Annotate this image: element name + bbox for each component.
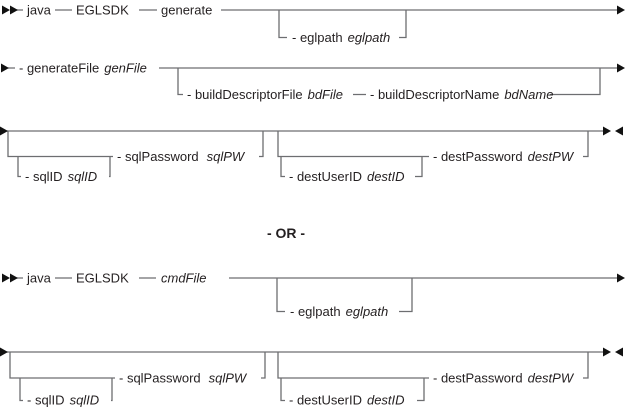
option-destpassword-variable: destPW — [528, 371, 575, 386]
option-destpassword: - destPassword destPW — [433, 371, 575, 386]
line-continue-icon — [617, 5, 625, 15]
option-eglpath-keyword: - eglpath — [292, 30, 343, 45]
label-mask — [23, 271, 55, 285]
keyword-java: java — [26, 271, 52, 286]
label-mask — [157, 3, 221, 17]
option-generatefile-variable: genFile — [104, 61, 147, 76]
label-mask — [21, 169, 109, 184]
option-eglpath-variable: eglpath — [346, 304, 389, 319]
keyword-eglsdk: EGLSDK — [76, 3, 129, 18]
option-destuserid-variable: destID — [367, 169, 405, 184]
label-mask — [287, 30, 399, 45]
option-builddescriptorfile-keyword: - buildDescriptorFile — [187, 87, 303, 102]
option-sqlpassword-keyword: - sqlPassword — [117, 149, 199, 164]
label-mask — [429, 149, 583, 164]
option-eglpath-keyword: - eglpath — [290, 304, 341, 319]
label-mask — [183, 87, 353, 102]
keyword-generate: generate — [161, 3, 212, 18]
keyword-java: java — [26, 3, 52, 18]
option-eglpath-variable: eglpath — [348, 30, 391, 45]
line-continue-icon — [617, 273, 625, 283]
label-mask — [23, 3, 55, 17]
label-mask — [285, 304, 399, 319]
diagram-start-icon — [2, 273, 10, 283]
variable-cmdfile: cmdFile — [161, 271, 207, 286]
label-mask — [285, 169, 415, 184]
option-destpassword-keyword: - destPassword — [433, 371, 523, 386]
option-sqlpassword-keyword: - sqlPassword — [119, 371, 201, 386]
label-mask — [15, 61, 159, 75]
diagram-start-icon — [10, 273, 18, 283]
option-destuserid: - destUserID destID — [289, 169, 405, 184]
diagram-end-icon — [603, 347, 611, 357]
option-eglpath: - eglpath eglpath — [292, 30, 390, 45]
option-builddescriptorname: - buildDescriptorName bdName — [370, 87, 553, 102]
diagram-start-icon — [10, 5, 18, 15]
option-sqlid-keyword: - sqlID — [25, 169, 63, 184]
diagram-end-icon — [615, 347, 623, 357]
label-mask — [429, 371, 583, 385]
or-separator: - OR - — [267, 225, 305, 241]
option-builddescriptorfile-variable: bdFile — [308, 87, 343, 102]
option-destpassword-keyword: - destPassword — [433, 149, 523, 164]
option-destuserid-keyword: - destUserID — [289, 169, 362, 184]
option-sqlid-variable: sqlID — [68, 169, 98, 184]
line-continue-icon — [617, 63, 625, 73]
option-sqlpassword-variable: sqlPW — [207, 149, 246, 164]
label-mask — [156, 271, 229, 285]
label-mask — [72, 3, 139, 17]
option-sqlpassword: - sqlPassword sqlPW — [119, 371, 248, 386]
label-mask — [72, 271, 139, 285]
option-sqlid-variable: sqlID — [70, 393, 100, 408]
option-sqlid-keyword: - sqlID — [27, 393, 65, 408]
option-sqlpassword-variable: sqlPW — [209, 371, 248, 386]
option-destuserid-keyword: - destUserID — [289, 393, 362, 408]
line-resume-icon — [0, 347, 8, 357]
label-mask — [23, 393, 111, 407]
option-generatefile: - generateFile genFile — [19, 61, 147, 76]
keyword-eglsdk: EGLSDK — [76, 271, 129, 286]
diagram-end-icon — [615, 126, 623, 136]
option-builddescriptorname-variable: bdName — [504, 87, 553, 102]
option-destpassword: - destPassword destPW — [433, 149, 575, 164]
option-sqlid: - sqlID sqlID — [25, 169, 97, 184]
option-sqlid: - sqlID sqlID — [27, 393, 99, 408]
label-mask — [113, 149, 259, 164]
label-mask — [366, 87, 550, 102]
diagram-end-icon — [603, 126, 611, 136]
option-builddescriptorfile: - buildDescriptorFile bdFile — [187, 87, 343, 102]
line-resume-icon — [0, 126, 8, 136]
option-generatefile-keyword: - generateFile — [19, 61, 99, 76]
line-resume-icon — [1, 63, 9, 73]
option-eglpath: - eglpath eglpath — [290, 304, 388, 319]
label-mask — [285, 393, 417, 407]
label-mask — [115, 371, 261, 385]
diagram-start-icon — [2, 5, 10, 15]
option-sqlpassword: - sqlPassword sqlPW — [117, 149, 246, 164]
option-builddescriptorname-keyword: - buildDescriptorName — [370, 87, 499, 102]
option-destuserid-variable: destID — [367, 393, 405, 408]
option-destuserid: - destUserID destID — [289, 393, 405, 408]
option-destpassword-variable: destPW — [528, 149, 575, 164]
